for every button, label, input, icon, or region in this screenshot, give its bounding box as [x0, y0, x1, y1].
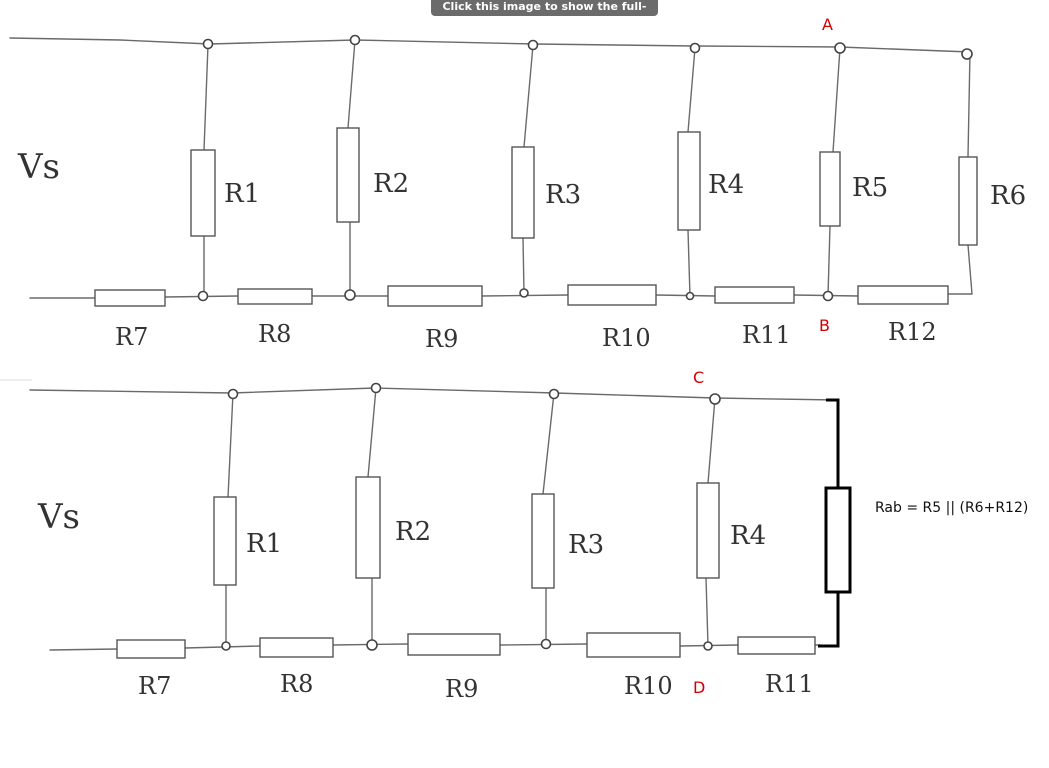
shunt-label-r3: R3: [568, 530, 604, 560]
shunt-label-r5: R5: [852, 173, 888, 203]
shunt-resistor-r2: [355, 476, 381, 579]
series-label-r11: R11: [765, 670, 814, 698]
bottom-node: [685, 291, 695, 301]
node-a: [834, 42, 846, 54]
series-resistor-r11: [714, 286, 795, 304]
bottom-circuit: Vs R1 R2 R3 R4 R7 R8 R9 R10 R11 C D Rab …: [29, 368, 1028, 703]
shunt-label-r1: R1: [246, 529, 282, 559]
full-size-tooltip[interactable]: Click this image to show the full-size v…: [431, 0, 658, 27]
series-resistor-r7: [94, 289, 166, 307]
equivalent-resistor-rab: [824, 486, 852, 594]
series-resistor-r10: [586, 632, 681, 658]
series-label-r8: R8: [280, 670, 313, 698]
series-resistor-r12: [857, 285, 949, 305]
shunt-resistor-r3: [511, 146, 535, 239]
series-resistor-r8: [259, 637, 334, 658]
series-label-r9: R9: [425, 325, 458, 353]
series-resistor-r7: [116, 639, 186, 659]
top-node: [527, 39, 539, 51]
series-resistor-r11: [737, 636, 816, 655]
node-c: [709, 393, 721, 405]
shunt-resistor-r2: [336, 127, 360, 223]
shunt-resistor-r3: [531, 493, 555, 589]
bottom-node: [540, 638, 552, 650]
rab-formula: Rab = R5 || (R6+R12): [875, 500, 1028, 516]
top-rail: [29, 387, 839, 401]
shunt-label-r2: R2: [373, 169, 409, 199]
series-label-r7: R7: [138, 672, 171, 700]
series-label-r9: R9: [445, 675, 478, 703]
equivalent-branch-wire: [818, 398, 840, 648]
series-label-r10: R10: [624, 672, 673, 700]
shunt-leads: [203, 39, 973, 298]
series-resistor-r8: [237, 288, 313, 305]
series-label-r11: R11: [742, 321, 791, 349]
shunt-label-r4: R4: [730, 521, 766, 551]
series-resistor-r9: [407, 633, 501, 656]
shunt-label-r3: R3: [545, 180, 581, 210]
shunt-label-r1: R1: [224, 179, 260, 209]
node-label-c: C: [693, 368, 704, 387]
shunt-resistor-r6: [958, 156, 978, 246]
bottom-node: [519, 288, 529, 298]
series-label-r7: R7: [115, 323, 148, 351]
bottom-node: [221, 641, 231, 651]
source-label: Vs: [17, 147, 60, 187]
bottom-node: [344, 289, 356, 301]
series-label-r8: R8: [258, 320, 291, 348]
shunt-label-r4: R4: [708, 170, 744, 200]
shunt-label-r6: R6: [990, 181, 1026, 211]
top-circuit: Vs R1 R2 R3 R4 R5 R6 R7 R8 R9 R10 R11 R1…: [9, 15, 1026, 353]
node-d: [703, 641, 713, 651]
bottom-node: [366, 639, 378, 651]
top-node: [548, 388, 560, 400]
series-label-r10: R10: [602, 324, 651, 352]
node-label-a: A: [822, 15, 833, 34]
top-rail: [9, 37, 971, 53]
shunt-resistor-r4: [696, 482, 720, 579]
shunt-resistor-r1: [190, 149, 216, 237]
top-node: [689, 42, 701, 54]
shunt-resistor-r1: [213, 496, 237, 586]
shunt-label-r2: R2: [395, 517, 431, 547]
shunt-resistor-r5: [819, 151, 841, 227]
source-label: Vs: [37, 497, 80, 537]
series-resistor-r10: [567, 284, 657, 306]
shunt-leads: [225, 387, 716, 647]
bottom-node: [197, 290, 209, 302]
node-label-b: B: [819, 316, 830, 335]
top-node: [961, 48, 973, 60]
top-node: [349, 34, 361, 46]
node-b: [822, 290, 834, 302]
series-resistor-r9: [387, 285, 483, 307]
top-node: [227, 388, 239, 400]
top-node: [370, 382, 382, 394]
shunt-resistor-r4: [677, 131, 701, 231]
series-label-r12: R12: [888, 318, 937, 346]
top-node: [202, 38, 214, 50]
node-label-d: D: [693, 678, 705, 697]
